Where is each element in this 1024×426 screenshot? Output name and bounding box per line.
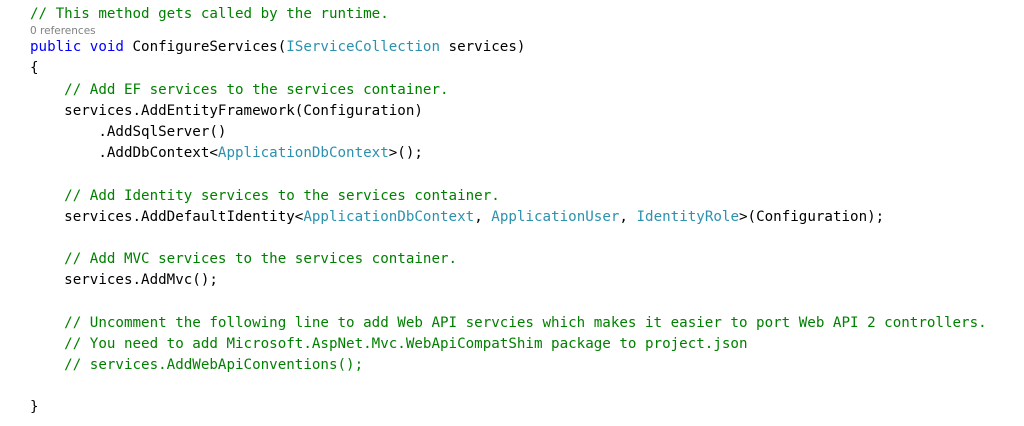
code-token: services)	[440, 39, 526, 56]
code-line[interactable]: .AddSqlServer()	[30, 122, 987, 143]
comment-token: // services.AddWebApiConventions();	[64, 357, 364, 373]
code-token: {	[30, 60, 39, 77]
comment-token: // Add EF services to the services conta…	[64, 81, 449, 98]
code-line[interactable]: // Add Identity services to the services…	[30, 186, 987, 207]
code-line[interactable]: // Uncomment the following line to add W…	[30, 313, 987, 334]
type-token: ApplicationDbContext	[303, 208, 475, 225]
code-area[interactable]: // This method gets called by the runtim…	[30, 4, 987, 419]
codelens-references[interactable]: 0 references	[30, 25, 96, 38]
code-token	[30, 188, 64, 204]
code-line[interactable]: // Add EF services to the services conta…	[30, 80, 987, 101]
code-token: .AddDbContext<	[30, 145, 218, 162]
code-token: ConfigureServices(	[123, 39, 287, 56]
code-token	[30, 336, 64, 352]
code-token: ,	[474, 208, 492, 225]
keyword-token: void	[89, 39, 124, 56]
code-token: >(Configuration);	[739, 208, 885, 225]
code-line[interactable]: services.AddDefaultIdentity<ApplicationD…	[30, 207, 987, 228]
code-line[interactable]: // You need to add Microsoft.AspNet.Mvc.…	[30, 334, 987, 355]
code-token	[30, 315, 64, 331]
code-line[interactable]: public void ConfigureServices(IServiceCo…	[30, 37, 987, 58]
code-line[interactable]	[30, 291, 987, 312]
code-line[interactable]: .AddDbContext<ApplicationDbContext>();	[30, 143, 987, 164]
code-token: services.AddDefaultIdentity<	[30, 208, 304, 225]
comment-token: // Add Identity services to the services…	[64, 187, 500, 204]
type-token: IServiceCollection	[286, 39, 441, 56]
code-token	[30, 357, 64, 373]
code-token	[81, 39, 90, 55]
code-line[interactable]: }	[30, 397, 987, 418]
code-line[interactable]: {	[30, 58, 987, 79]
comment-token: // This method gets called by the runtim…	[30, 6, 389, 22]
code-line[interactable]	[30, 228, 987, 249]
code-token: services.AddMvc();	[30, 272, 218, 289]
comment-token: // You need to add Microsoft.AspNet.Mvc.…	[64, 335, 748, 352]
code-line[interactable]	[30, 376, 987, 397]
code-token: .AddSqlServer()	[30, 123, 227, 140]
code-line[interactable]: services.AddMvc();	[30, 270, 987, 291]
code-line[interactable]: services.AddEntityFramework(Configuratio…	[30, 101, 987, 122]
code-line[interactable]: // Add MVC services to the services cont…	[30, 249, 987, 270]
code-line[interactable]: 0 references	[30, 24, 987, 37]
keyword-token: public	[30, 39, 82, 56]
code-token: }	[30, 399, 39, 416]
comment-token: // Add MVC services to the services cont…	[64, 251, 458, 268]
code-token: >();	[388, 145, 423, 162]
code-token	[30, 251, 64, 267]
comment-token: // Uncomment the following line to add W…	[64, 314, 987, 331]
type-token: IdentityRole	[636, 208, 740, 225]
code-line[interactable]	[30, 164, 987, 185]
type-token: ApplicationUser	[491, 208, 620, 225]
type-token: ApplicationDbContext	[217, 145, 389, 162]
code-token	[30, 82, 64, 98]
code-line[interactable]: // This method gets called by the runtim…	[30, 4, 987, 25]
code-token: ,	[619, 208, 637, 225]
code-token: services.AddEntityFramework(Configuratio…	[30, 102, 423, 119]
code-line[interactable]: // services.AddWebApiConventions();	[30, 355, 987, 376]
